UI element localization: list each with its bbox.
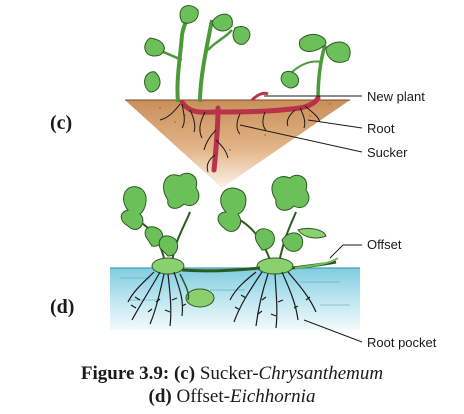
- root-pocket-leader: [303, 319, 363, 343]
- soil-wedge: [125, 100, 350, 188]
- caption-d-species: Eichhornia: [229, 386, 316, 407]
- parent-plant: [144, 5, 251, 103]
- caption-c-text: Sucker-: [199, 363, 259, 384]
- root-leader: [307, 119, 363, 129]
- sucker-roots: [159, 103, 321, 173]
- offset-panel: Offset Root pocket: [110, 172, 437, 350]
- offset-label: Offset: [367, 237, 402, 252]
- caption-part-c: (c): [173, 363, 196, 384]
- caption-d-text: Offset-: [176, 386, 230, 407]
- figure-caption-line-2: (d) Offset-Eichhornia: [0, 385, 464, 408]
- caption-part-d: (d): [148, 386, 172, 407]
- figure-number: Figure 3.9:: [80, 363, 170, 384]
- new-plant: [280, 33, 351, 101]
- figure-caption-line-1: Figure 3.9: (c) Sucker-Chrysanthemum: [0, 362, 464, 385]
- sucker-label: Sucker: [367, 145, 408, 160]
- sucker-leader: [239, 124, 363, 153]
- offset-water-hyacinth: [217, 174, 327, 275]
- panel-label-d: (d): [50, 296, 75, 318]
- offset-leader: [329, 244, 344, 259]
- root-pocket: [185, 288, 215, 308]
- panel-label-c: (c): [50, 112, 73, 134]
- root-pocket-label: Root pocket: [367, 335, 437, 350]
- parent-water-hyacinth: [120, 172, 200, 275]
- sucker-stem: [179, 95, 321, 173]
- offset-roots-right: [229, 271, 317, 329]
- new-plant-label: New plant: [367, 89, 425, 104]
- sucker-panel: New plant Root Sucker: [125, 5, 425, 188]
- offset-roots-left: [127, 271, 187, 327]
- caption-c-species: Chrysanthemum: [258, 363, 384, 384]
- root-label: Root: [367, 121, 395, 136]
